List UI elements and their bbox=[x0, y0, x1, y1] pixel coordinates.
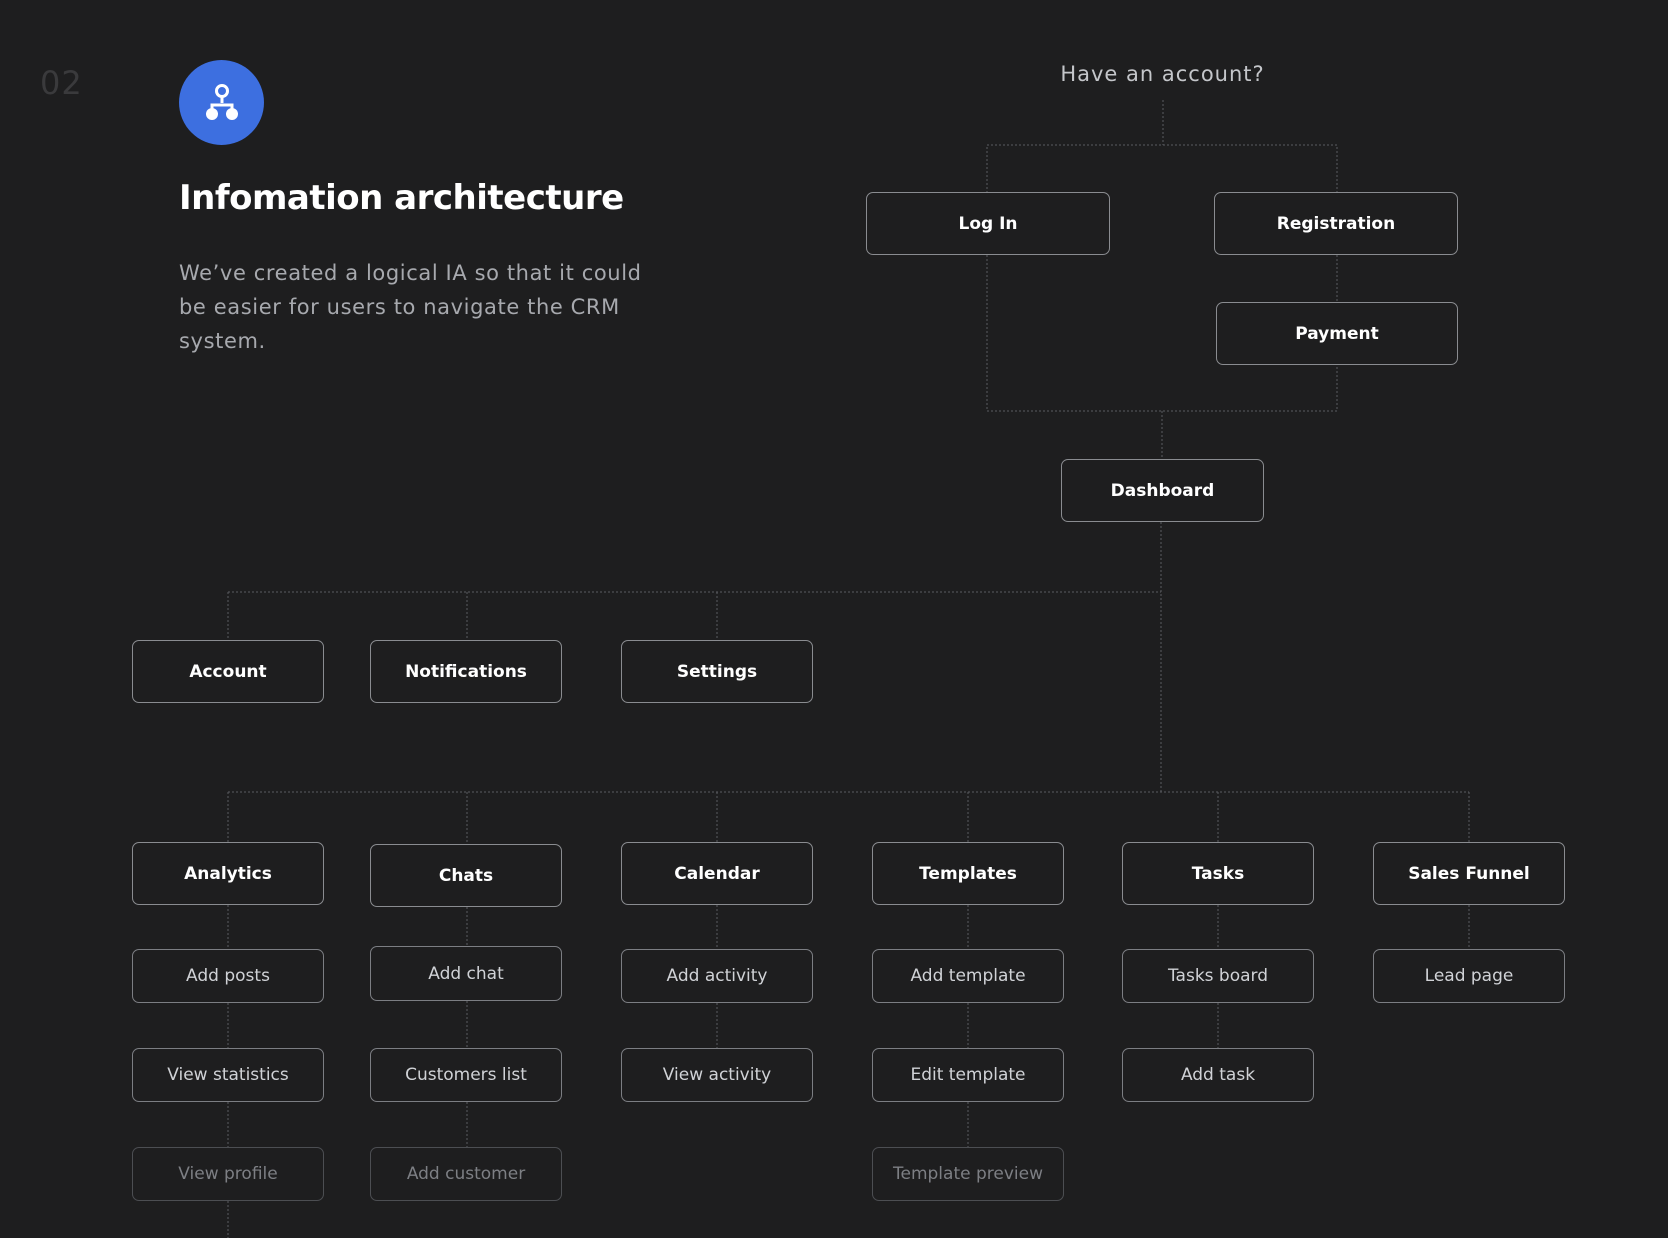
node-template-preview: Template preview bbox=[872, 1147, 1064, 1201]
node-add-customer: Add customer bbox=[370, 1147, 562, 1201]
section-number: 02 bbox=[40, 64, 83, 102]
node-add-activity: Add activity bbox=[621, 949, 813, 1003]
node-customers-list: Customers list bbox=[370, 1048, 562, 1102]
node-log-in: Log In bbox=[866, 192, 1110, 255]
node-dashboard: Dashboard bbox=[1061, 459, 1264, 522]
node-notifications: Notifications bbox=[370, 640, 562, 703]
node-add-task: Add task bbox=[1122, 1048, 1314, 1102]
node-chats: Chats bbox=[370, 844, 562, 907]
page-title: Infomation architecture bbox=[179, 178, 624, 218]
node-lead-page: Lead page bbox=[1373, 949, 1565, 1003]
node-edit-template: Edit template bbox=[872, 1048, 1064, 1102]
node-view-activity: View activity bbox=[621, 1048, 813, 1102]
node-payment: Payment bbox=[1216, 302, 1458, 365]
node-account: Account bbox=[132, 640, 324, 703]
node-settings: Settings bbox=[621, 640, 813, 703]
node-calendar: Calendar bbox=[621, 842, 813, 905]
node-sales-funnel: Sales Funnel bbox=[1373, 842, 1565, 905]
node-tasks: Tasks bbox=[1122, 842, 1314, 905]
node-registration: Registration bbox=[1214, 192, 1458, 255]
node-add-chat: Add chat bbox=[370, 946, 562, 1001]
node-view-statistics: View statistics bbox=[132, 1048, 324, 1102]
sitemap-icon bbox=[179, 60, 264, 145]
node-add-posts: Add posts bbox=[132, 949, 324, 1003]
node-analytics: Analytics bbox=[132, 842, 324, 905]
page-description: We’ve created a logical IA so that it co… bbox=[179, 261, 642, 353]
node-view-profile: View profile bbox=[132, 1147, 324, 1201]
node-templates: Templates bbox=[872, 842, 1064, 905]
node-tasks-board: Tasks board bbox=[1122, 949, 1314, 1003]
node-add-template: Add template bbox=[872, 949, 1064, 1003]
diagram-root-label: Have an account? bbox=[1060, 62, 1265, 86]
